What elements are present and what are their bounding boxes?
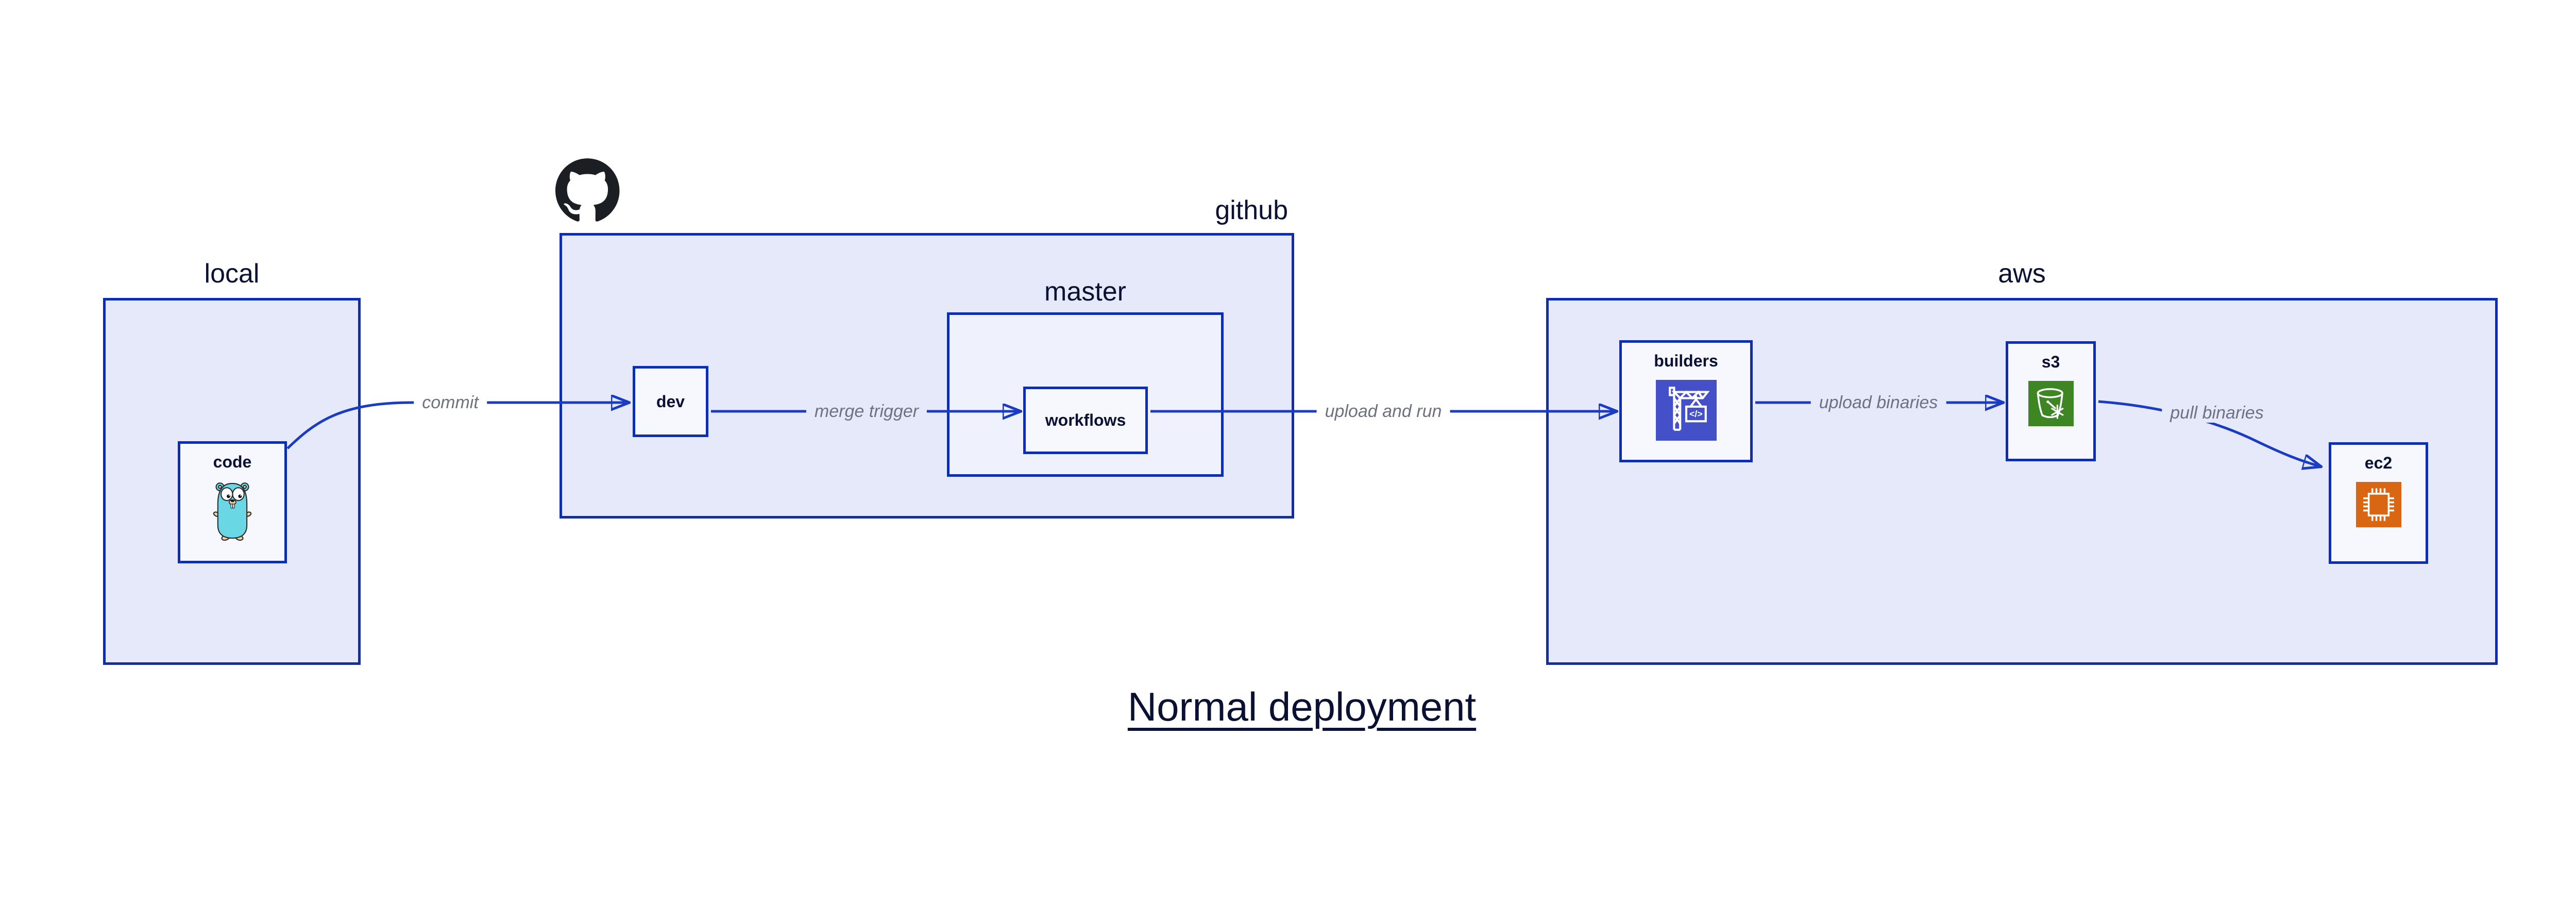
node-workflows: workflows — [1023, 387, 1148, 454]
node-workflows-label: workflows — [1045, 411, 1126, 430]
node-ec2-label: ec2 — [2364, 454, 2393, 472]
aws-ec2-chip-icon — [2355, 482, 2401, 528]
edge-upload-and-run-label: upload and run — [1316, 402, 1450, 421]
edge-upload-binaries-label: upload binaries — [1810, 393, 1946, 412]
diagram-title-text: Normal deployment — [1127, 684, 1477, 729]
aws-codebuild-crane-icon: </> — [1655, 380, 1717, 441]
node-code: code — [178, 441, 287, 563]
node-builders: builders </> — [1619, 340, 1753, 462]
node-s3-label: s3 — [2041, 353, 2060, 371]
aws-s3-glacier-bucket-icon — [2028, 381, 2074, 427]
go-gopher-icon — [213, 482, 252, 541]
container-aws-label: aws — [1998, 259, 2046, 289]
node-builders-label: builders — [1654, 352, 1718, 370]
node-ec2: ec2 — [2329, 442, 2428, 564]
node-s3: s3 — [2006, 341, 2096, 461]
container-github-label: github — [1215, 195, 1288, 225]
diagram-title: Normal deployment — [0, 683, 2576, 730]
container-master-label: master — [1044, 277, 1126, 307]
edge-pull-binaries-label: pull binaries — [2162, 403, 2272, 423]
node-dev: dev — [633, 366, 708, 437]
github-octocat-icon — [555, 158, 620, 222]
edge-commit-label: commit — [414, 393, 487, 412]
container-local-label: local — [204, 259, 260, 289]
node-dev-label: dev — [656, 392, 685, 411]
svg-text:</>: </> — [1689, 409, 1703, 419]
edge-merge-trigger-label: merge trigger — [806, 402, 927, 421]
node-code-label: code — [213, 453, 252, 471]
